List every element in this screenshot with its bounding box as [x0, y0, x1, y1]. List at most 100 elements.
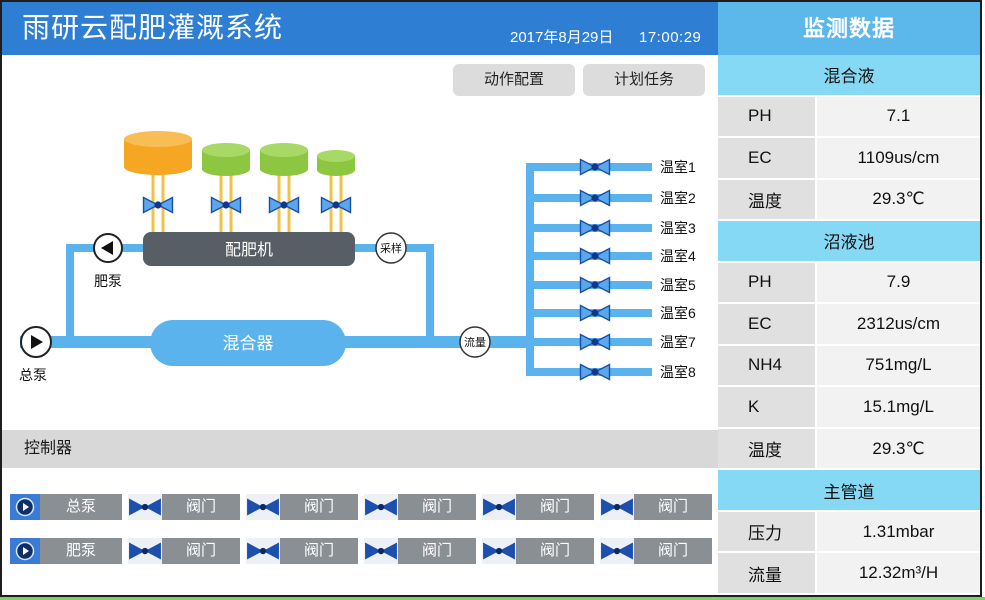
valve-control[interactable]: 阀门 — [600, 494, 712, 520]
reading-row: EC 1109us/cm — [718, 138, 980, 180]
fertilizer-tank-4 — [317, 150, 355, 176]
sampling-label: 采样 — [380, 241, 402, 255]
valve-icon — [364, 494, 398, 520]
valve-icon — [579, 158, 611, 176]
valve-control[interactable]: 阀门 — [482, 538, 594, 564]
mixer-label: 混合器 — [223, 334, 274, 353]
reading-label: NH4 — [718, 345, 815, 386]
greenhouse-label: 温室8 — [660, 364, 696, 380]
valve-icon — [482, 538, 516, 564]
reading-row: PH 7.9 — [718, 262, 980, 305]
sampling-sensor: 采样 — [375, 232, 407, 264]
current-date: 2017年8月29日 — [510, 29, 614, 46]
main-pump-control[interactable]: 总泵 — [10, 494, 122, 520]
fertilizer-tank-2 — [202, 143, 250, 176]
bottom-divider — [0, 597, 985, 600]
play-circle-icon — [10, 538, 40, 564]
control-label: 阀门 — [162, 494, 240, 520]
fertilizer-tank-1 — [124, 131, 192, 175]
control-label: 总泵 — [40, 494, 122, 520]
reading-row: K 15.1mg/L — [718, 387, 980, 429]
current-time: 17:00:29 — [639, 29, 702, 46]
valve-icon — [579, 304, 611, 322]
monitor-panel: 监测数据 混合液 PH 7.1 EC 1109us/cm 温度 29.3℃ 沼液… — [718, 2, 980, 595]
section-title-main-pipe: 主管道 — [718, 470, 980, 512]
control-label: 阀门 — [280, 538, 358, 564]
valve-icon — [246, 494, 280, 520]
greenhouse-label: 温室4 — [660, 248, 696, 264]
control-label: 阀门 — [398, 538, 476, 564]
reading-value: 29.3℃ — [815, 428, 980, 469]
flow-meter: 流量 — [459, 326, 491, 358]
valve-icon — [579, 189, 611, 207]
monitor-title: 监测数据 — [718, 2, 980, 55]
monitor-table: 混合液 PH 7.1 EC 1109us/cm 温度 29.3℃ 沼液池 PH … — [718, 55, 980, 595]
valve-icon — [320, 196, 352, 214]
valve-icon — [579, 363, 611, 381]
greenhouse-label: 温室3 — [660, 220, 696, 236]
valve-icon — [128, 494, 162, 520]
valve-control[interactable]: 阀门 — [246, 494, 358, 520]
control-label: 阀门 — [162, 538, 240, 564]
control-label: 阀门 — [280, 494, 358, 520]
play-circle-icon — [10, 494, 40, 520]
main-pump-label: 总泵 — [19, 367, 47, 383]
valve-control[interactable]: 阀门 — [600, 538, 712, 564]
fertilizer-pump-control[interactable]: 肥泵 — [10, 538, 122, 564]
app-header: 雨研云配肥灌溉系统 2017年8月29日 17:00:29 — [2, 2, 718, 55]
section-title-mixed-liquid: 混合液 — [718, 55, 980, 97]
control-label: 阀门 — [516, 538, 594, 564]
reading-row: EC 2312us/cm — [718, 304, 980, 346]
flow-meter-label: 流量 — [464, 335, 486, 349]
valve-control[interactable]: 阀门 — [128, 538, 240, 564]
reading-row: PH 7.1 — [718, 96, 980, 139]
reading-label: PH — [718, 262, 815, 303]
control-label: 阀门 — [634, 494, 712, 520]
action-config-button[interactable]: 动作配置 — [453, 64, 575, 96]
reading-value: 7.1 — [815, 96, 980, 137]
reading-value: 751mg/L — [815, 345, 980, 386]
valve-icon — [600, 494, 634, 520]
plan-task-button[interactable]: 计划任务 — [583, 64, 705, 96]
valve-icon — [600, 538, 634, 564]
reading-label: 压力 — [718, 511, 815, 552]
valve-icon — [364, 538, 398, 564]
valve-icon — [246, 538, 280, 564]
greenhouse-label: 温室7 — [660, 334, 696, 350]
valve-icon — [482, 494, 516, 520]
reading-row: 温度 29.3℃ — [718, 428, 980, 471]
valve-control[interactable]: 阀门 — [364, 538, 476, 564]
controller-row-main: 总泵 阀门 阀门 阀门 阀门 阀门 — [10, 494, 712, 520]
mixer: 混合器 — [150, 320, 346, 366]
tank-feed-pipes — [151, 174, 343, 233]
greenhouse-label: 温室1 — [660, 159, 696, 175]
controller-header: 控制器 — [2, 430, 718, 468]
reading-label: K — [718, 387, 815, 427]
valve-icon — [579, 247, 611, 265]
reading-label: 温度 — [718, 179, 815, 220]
main-pump-icon — [20, 326, 52, 358]
reading-value: 15.1mg/L — [815, 387, 980, 427]
valve-control[interactable]: 阀门 — [482, 494, 594, 520]
reading-value: 29.3℃ — [815, 179, 980, 220]
reading-label: EC — [718, 304, 815, 344]
controller-row-fertilizer: 肥泵 阀门 阀门 阀门 阀门 阀门 — [10, 538, 712, 564]
greenhouse-label: 温室6 — [660, 305, 696, 321]
reading-value: 12.32m³/H — [815, 553, 980, 593]
irrigation-diagram: 配肥机 混合器 肥泵 采样 总泵 流量 温室1 温室2 温室3 温室4 温室5 … — [19, 131, 696, 383]
reading-value: 2312us/cm — [815, 304, 980, 344]
reading-label: 温度 — [718, 428, 815, 469]
valve-control[interactable]: 阀门 — [128, 494, 240, 520]
app-title: 雨研云配肥灌溉系统 — [22, 12, 284, 43]
valve-icon — [128, 538, 162, 564]
reading-label: 流量 — [718, 553, 815, 593]
valve-control[interactable]: 阀门 — [246, 538, 358, 564]
fertilizer-tank-3 — [260, 143, 308, 176]
reading-value: 1.31mbar — [815, 511, 980, 552]
control-label: 肥泵 — [40, 538, 122, 564]
fertilizer-machine-label: 配肥机 — [225, 241, 273, 259]
greenhouse-label: 温室5 — [660, 277, 696, 293]
reading-value: 1109us/cm — [815, 138, 980, 178]
valve-icon — [579, 219, 611, 237]
valve-control[interactable]: 阀门 — [364, 494, 476, 520]
